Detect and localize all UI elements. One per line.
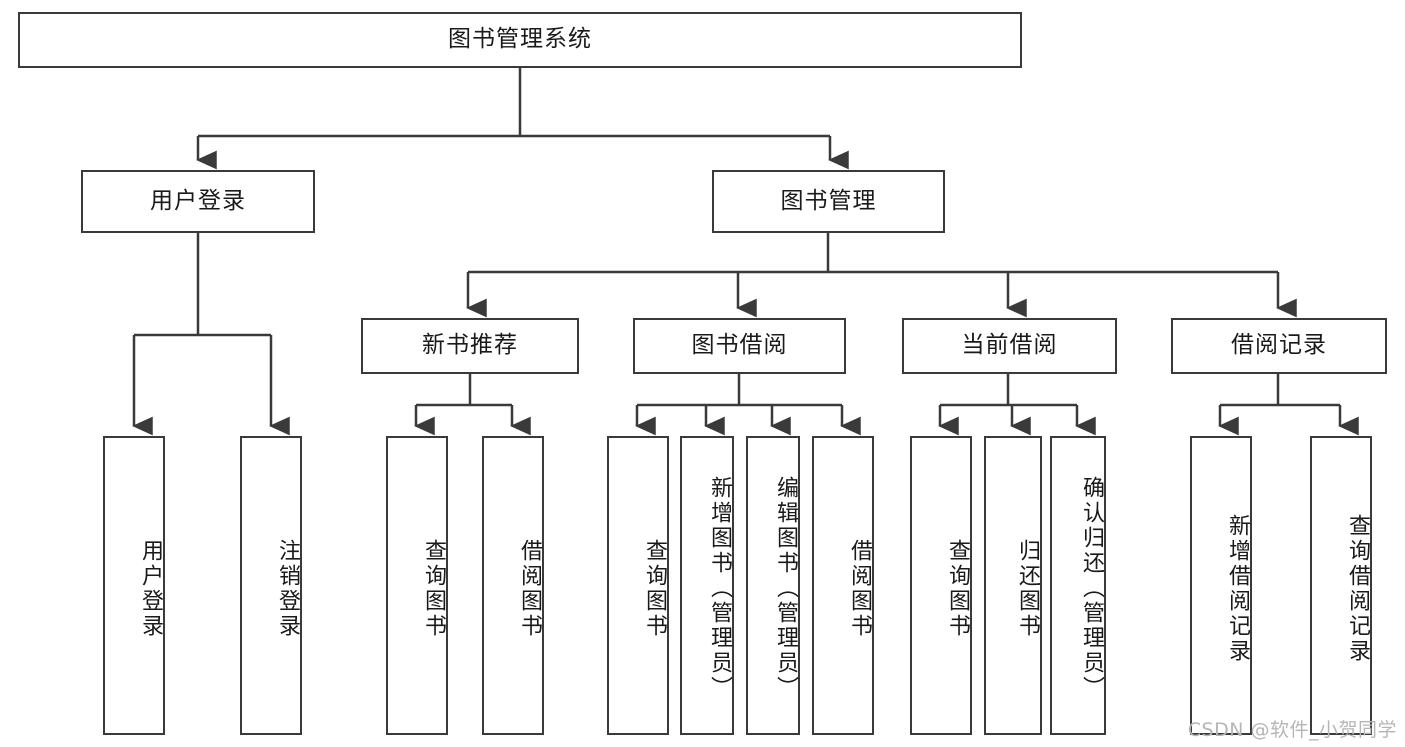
node-user-login-label: 用户登录 <box>150 187 246 214</box>
node-leaf-edit-book-label: 编辑图书（管理员） <box>773 476 798 701</box>
csdn-watermark: CSDN @软件_小贺同学 <box>1187 719 1397 741</box>
node-leaf-query-book-2-label: 查询图书 <box>642 538 667 639</box>
node-leaf-query-record-label: 查询借阅记录 <box>1345 513 1370 664</box>
node-root-label: 图书管理系统 <box>448 26 592 53</box>
node-book-manage[interactable]: 图书管理 <box>712 170 945 233</box>
node-leaf-query-book-1[interactable]: 查询图书 <box>386 436 448 735</box>
node-root[interactable]: 图书管理系统 <box>18 12 1022 68</box>
node-leaf-borrow-book-2[interactable]: 借阅图书 <box>812 436 874 735</box>
node-leaf-confirm-return[interactable]: 确认归还（管理员） <box>1050 436 1106 735</box>
node-new-book-recommend-label: 新书推荐 <box>422 332 518 359</box>
node-leaf-borrow-book-1-label: 借阅图书 <box>517 538 542 639</box>
node-leaf-borrow-book-2-label: 借阅图书 <box>847 538 872 639</box>
node-leaf-user-logout-label: 注销登录 <box>275 538 300 639</box>
node-leaf-query-book-3[interactable]: 查询图书 <box>910 436 972 735</box>
node-borrow-record[interactable]: 借阅记录 <box>1171 318 1387 374</box>
node-leaf-add-book[interactable]: 新增图书（管理员） <box>680 436 734 735</box>
node-book-borrow-label: 图书借阅 <box>691 332 788 359</box>
node-leaf-borrow-book-1[interactable]: 借阅图书 <box>482 436 544 735</box>
node-leaf-add-record[interactable]: 新增借阅记录 <box>1190 436 1252 735</box>
node-leaf-return-book[interactable]: 归还图书 <box>984 436 1042 735</box>
node-current-borrow-label: 当前借阅 <box>961 332 1058 359</box>
node-leaf-return-book-label: 归还图书 <box>1015 538 1040 639</box>
node-leaf-add-record-label: 新增借阅记录 <box>1225 513 1250 664</box>
node-leaf-add-book-label: 新增图书（管理员） <box>707 476 732 701</box>
node-leaf-user-logout[interactable]: 注销登录 <box>240 436 302 735</box>
node-leaf-user-login[interactable]: 用户登录 <box>103 436 165 735</box>
node-book-borrow[interactable]: 图书借阅 <box>633 318 846 374</box>
node-borrow-record-label: 借阅记录 <box>1231 332 1327 359</box>
node-new-book-recommend[interactable]: 新书推荐 <box>361 318 579 374</box>
node-leaf-edit-book[interactable]: 编辑图书（管理员） <box>746 436 800 735</box>
node-user-login[interactable]: 用户登录 <box>81 170 315 233</box>
node-leaf-query-book-1-label: 查询图书 <box>421 538 446 639</box>
node-leaf-confirm-return-label: 确认归还（管理员） <box>1079 476 1104 701</box>
node-current-borrow[interactable]: 当前借阅 <box>902 318 1117 374</box>
node-book-manage-label: 图书管理 <box>780 187 877 214</box>
node-leaf-query-book-3-label: 查询图书 <box>945 538 970 639</box>
node-leaf-user-login-label: 用户登录 <box>138 538 163 639</box>
node-leaf-query-book-2[interactable]: 查询图书 <box>607 436 669 735</box>
node-leaf-query-record[interactable]: 查询借阅记录 <box>1310 436 1372 735</box>
